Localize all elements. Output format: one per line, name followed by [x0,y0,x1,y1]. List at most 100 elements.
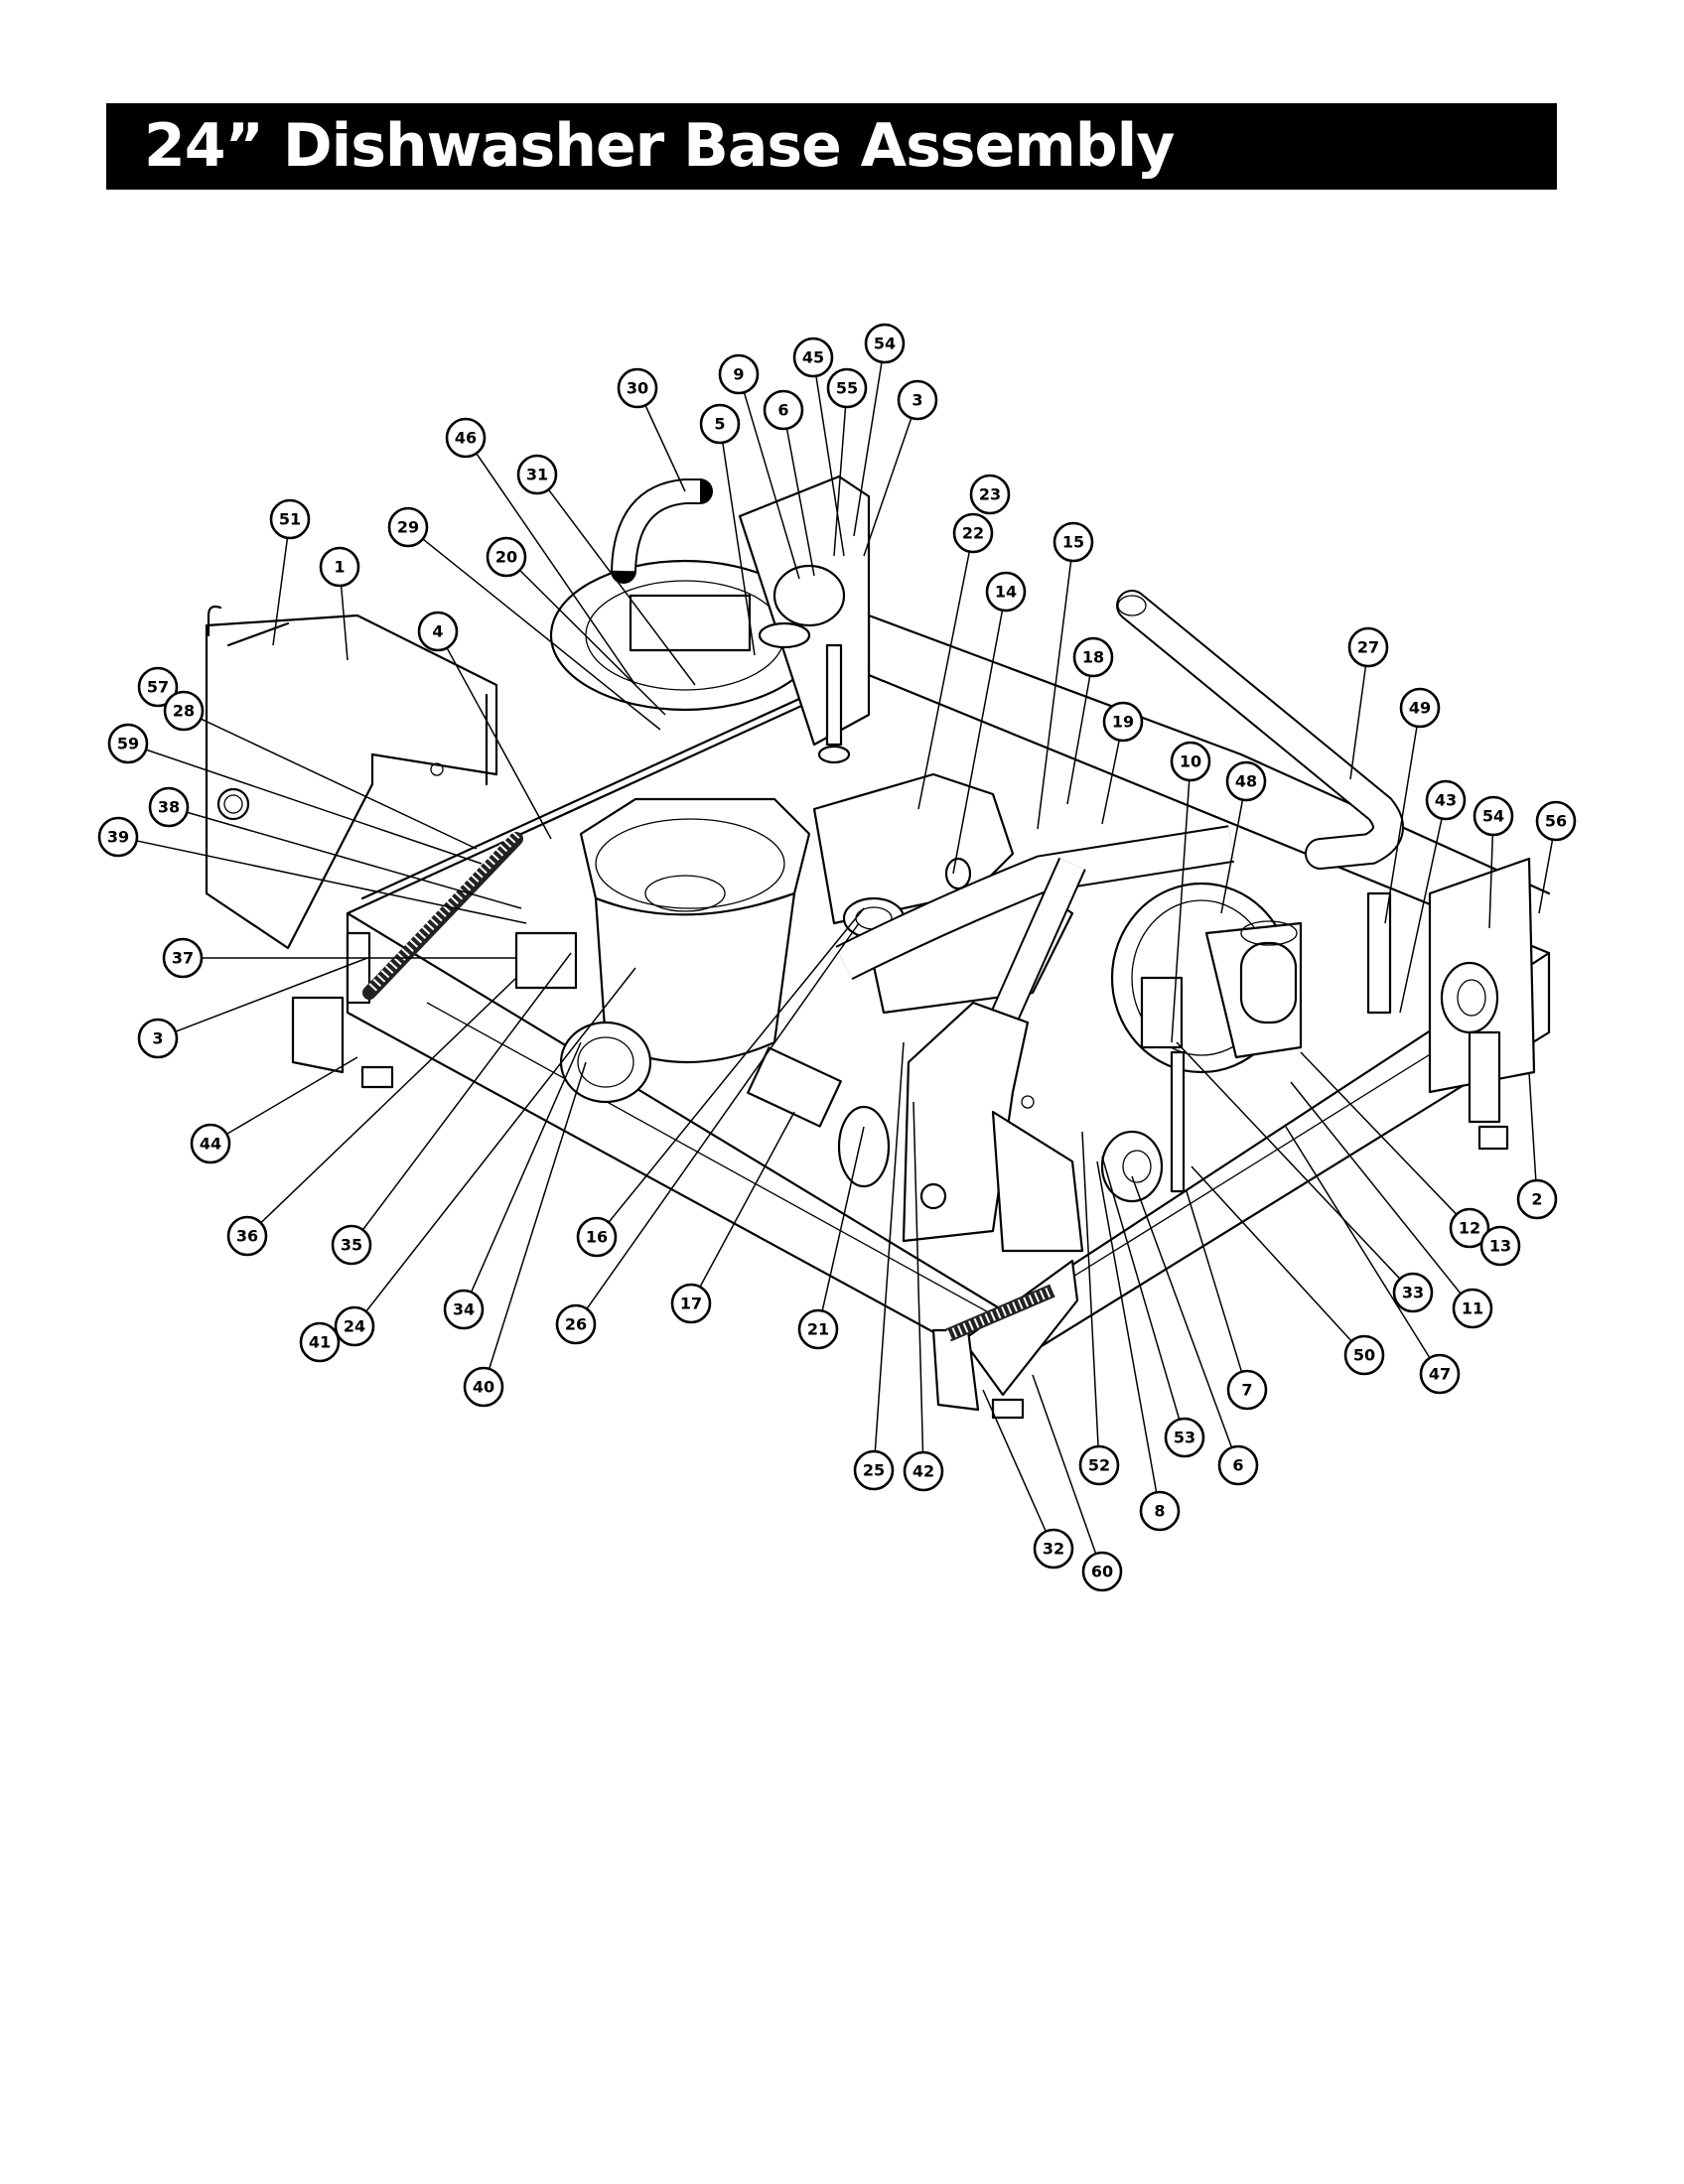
callout-48: 48 [1225,760,1267,802]
callout-circle [1516,1178,1558,1220]
leader-line-18 [1066,675,1091,805]
leader-line-11 [1290,1081,1462,1295]
callout-circle [1033,1528,1074,1570]
callout-circle [797,1308,839,1350]
callout-number: 49 [1409,699,1431,718]
callout-circle [699,403,741,445]
callout-circle [1473,795,1514,837]
callout-number: 32 [1043,1540,1064,1559]
callout-circle [226,1215,268,1257]
callout-number: 5 [714,415,725,434]
leader-line-49 [1384,726,1418,924]
callout-number: 54 [1482,807,1504,826]
callout-44: 44 [190,1123,231,1164]
callout-number: 53 [1174,1429,1195,1447]
callout-number: 11 [1462,1299,1483,1318]
callout-number: 55 [836,379,858,398]
callout-53: 53 [1164,1417,1205,1458]
leader-line-52 [1081,1131,1099,1447]
callout-37: 37 [162,937,204,979]
leader-line-6 [1131,1175,1233,1448]
callout-29: 29 [387,506,429,548]
left-side-panel [205,605,498,950]
callout-number: 23 [979,485,1001,504]
callout-38: 38 [148,786,190,828]
callout-23: 23 [969,474,1011,515]
callout-60: 60 [1081,1551,1123,1592]
leader-line-3 [863,417,912,557]
callout-number: 52 [1088,1456,1110,1475]
callout-54: 54 [864,323,906,364]
callout-circle [1479,1225,1521,1267]
callout-number: 6 [1232,1456,1243,1475]
leader-line-56 [1538,839,1554,914]
leader-line-6 [785,428,815,577]
callout-25: 25 [853,1449,895,1491]
leader-line-43 [1399,818,1443,1014]
leader-line-31 [547,488,696,686]
leader-line-26 [586,922,860,1309]
callout-4: 4 [417,611,459,652]
pulley [1100,1050,1186,1203]
leader-line-4 [446,647,552,840]
callout-circle [1449,1207,1490,1249]
callout-number: 2 [1531,1190,1542,1209]
callout-2: 2 [1516,1178,1558,1220]
callout-circle [162,937,204,979]
leader-line-21 [821,1126,865,1311]
callout-34: 34 [443,1289,485,1330]
callout-50: 50 [1343,1334,1385,1376]
callout-circle [718,353,760,395]
leader-line-10 [1171,779,1191,1043]
leader-line-8 [1096,1160,1158,1493]
leader-line-53 [1101,1156,1181,1420]
leader-line-45 [815,375,845,557]
callout-9: 9 [718,353,760,395]
leader-line-40 [488,1061,587,1370]
leader-line-36 [260,977,517,1224]
page-title: 24” Dishwasher Base Assembly [106,103,1557,190]
callout-circle [1343,1334,1385,1376]
callout-circle [1081,1551,1123,1592]
door-hinge-bracket [902,1001,1084,1253]
callout-1: 1 [319,546,360,588]
leader-line-59 [145,749,483,865]
callout-55: 55 [826,367,868,409]
leader-line-54 [853,361,883,537]
callout-circle [1392,1272,1434,1313]
hose-27 [1116,590,1404,870]
callout-number: 6 [777,401,788,420]
door-spring-left [362,830,523,1000]
callout-circle [1399,687,1441,729]
callout-17: 17 [670,1283,712,1324]
callout-51: 51 [269,498,311,540]
callout-7: 7 [1226,1369,1268,1411]
callout-40: 40 [463,1366,504,1408]
callout-15: 15 [1052,521,1094,563]
leader-line-47 [1285,1126,1431,1359]
callout-circle [443,1289,485,1330]
callout-number: 36 [236,1227,258,1246]
callout-circle [1226,1369,1268,1411]
callout-circle [1452,1288,1493,1329]
callout-number: 33 [1402,1284,1424,1302]
callout-number: 14 [995,583,1017,602]
callout-number: 19 [1112,713,1134,732]
callout-number: 7 [1241,1381,1252,1400]
callout-27: 27 [1347,626,1389,668]
leader-line-38 [187,811,522,909]
callout-number: 8 [1154,1502,1165,1521]
callout-54: 54 [1473,795,1514,837]
callout-circle [903,1450,944,1492]
callout-circle [1217,1444,1259,1486]
callout-number: 42 [912,1462,934,1481]
leader-line-5 [722,442,756,656]
callout-number: 27 [1357,638,1379,657]
callout-14: 14 [985,571,1027,613]
callout-22: 22 [952,512,994,554]
callout-31: 31 [516,454,558,495]
callout-number: 20 [495,548,517,567]
leader-line-9 [743,392,800,580]
left-front-bracket [291,931,394,1089]
